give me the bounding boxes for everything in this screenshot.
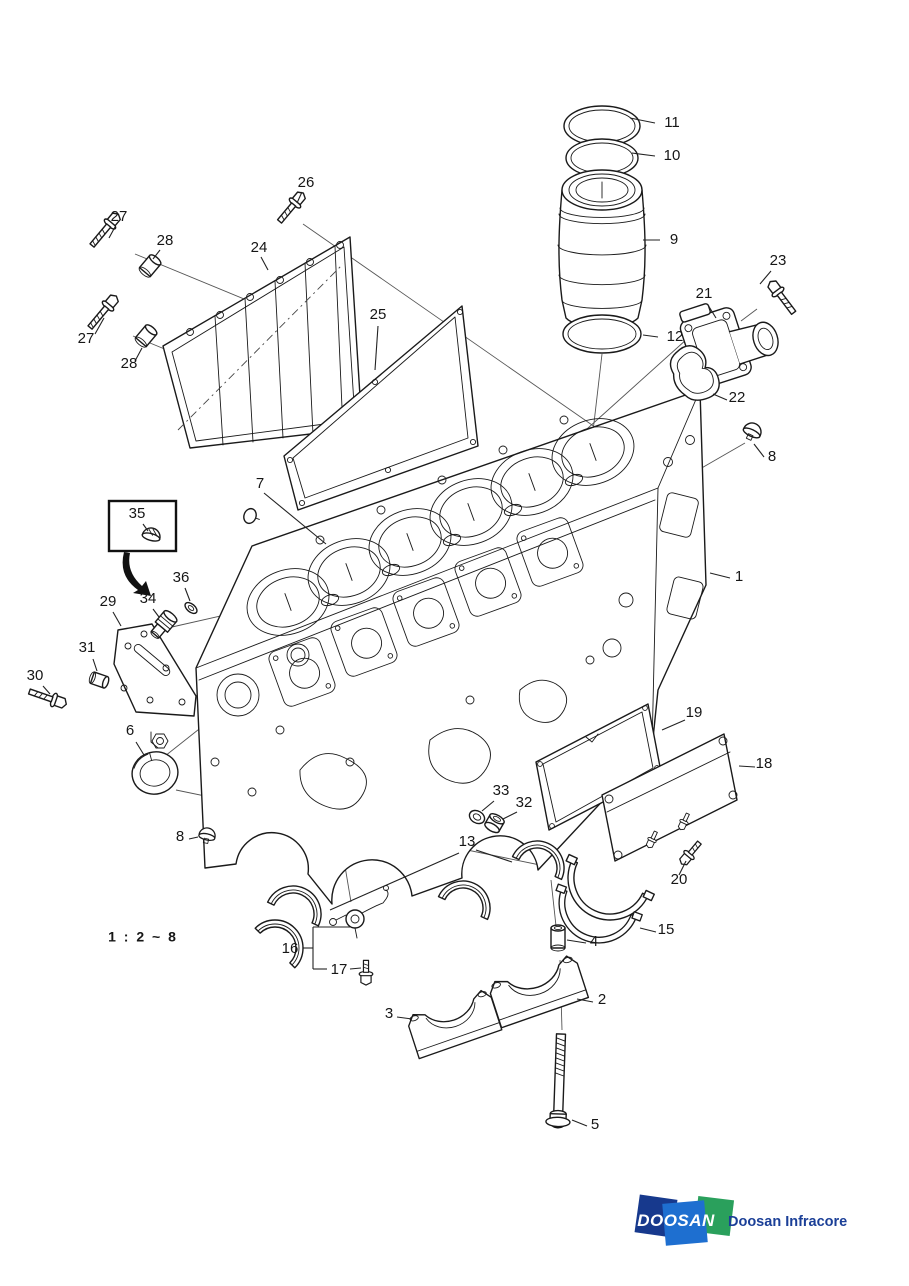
- callout-24: 24: [251, 239, 268, 256]
- bearing-shells-13: [254, 840, 565, 969]
- callout-33: 33: [493, 782, 510, 799]
- washer-36: [184, 601, 198, 615]
- callout-8-left: 8: [176, 828, 184, 845]
- callout-1: 1: [735, 568, 743, 585]
- mounting-bracket: [113, 623, 197, 717]
- callout-28-lower: 28: [121, 355, 138, 372]
- company-name: Doosan Infracore: [728, 1214, 847, 1230]
- callout-18: 18: [756, 755, 773, 772]
- spacer-28-lower: [134, 324, 158, 348]
- callout-17: 17: [331, 961, 348, 978]
- bolt-17: [358, 959, 374, 986]
- cylinder-bores: [246, 418, 635, 636]
- callout-9: 9: [670, 231, 678, 248]
- callout-10: 10: [664, 147, 681, 164]
- callout-34: 34: [140, 590, 157, 607]
- side-cover: [162, 236, 363, 449]
- oil-jet-16: [329, 885, 389, 939]
- deck-holes: [315, 415, 584, 607]
- thrust-washers-15: [555, 853, 655, 944]
- water-jacket-windows: [268, 517, 584, 707]
- logo-wordmark: DOOSAN: [637, 1211, 715, 1230]
- logo-square-blue: [662, 1200, 708, 1246]
- callout-5: 5: [591, 1116, 599, 1133]
- bolt-27-lower: [87, 294, 119, 330]
- spacer-31: [88, 671, 110, 689]
- doosan-logo: DOOSAN Doosan Infracore: [634, 1194, 847, 1246]
- bearing-cap-3: [408, 989, 503, 1060]
- callout-31: 31: [79, 639, 96, 656]
- leader-lines: [42, 117, 772, 1127]
- callout-20: 20: [671, 871, 688, 888]
- callout-35: 35: [129, 505, 146, 522]
- cover-gasket: [283, 305, 479, 511]
- bolt-30: [27, 688, 67, 709]
- callout-15: 15: [658, 921, 675, 938]
- scale-note: 1 : 2 ~ 8: [108, 929, 178, 945]
- callout-28-upper: 28: [157, 232, 174, 249]
- cylinder-liner-9: [557, 169, 647, 329]
- callout-7: 7: [256, 475, 264, 492]
- callout-25: 25: [370, 306, 387, 323]
- rear-cover-18: [601, 733, 738, 862]
- bolt-27-upper: [89, 212, 121, 248]
- callout-6: 6: [126, 722, 134, 739]
- bushing-4: [550, 924, 566, 952]
- callout-22: 22: [729, 389, 746, 406]
- callout-4: 4: [590, 933, 598, 950]
- callout-3: 3: [385, 1005, 393, 1022]
- callout-2: 2: [598, 991, 606, 1008]
- callout-11: 11: [664, 114, 680, 131]
- bolt-26: [276, 191, 306, 224]
- callout-27-lower: 27: [78, 330, 95, 347]
- callout-23: 23: [770, 252, 787, 269]
- callout-12: 12: [667, 328, 684, 345]
- casting-detail: [275, 592, 634, 810]
- cup-plug-7: [243, 507, 260, 525]
- bearing-cap-2: [489, 955, 590, 1029]
- callout-29: 29: [100, 593, 117, 610]
- timing-end-detail: [150, 673, 260, 797]
- bolt-23: [767, 280, 797, 316]
- housing-gasket-22: [669, 345, 720, 401]
- callout-16: 16: [282, 940, 299, 957]
- plug-8-left: [198, 827, 216, 844]
- camshaft-bushing-6: [131, 751, 179, 795]
- washer-33: [468, 809, 486, 825]
- callout-13: 13: [459, 833, 476, 850]
- spacer-28-upper: [138, 254, 162, 278]
- callout-32: 32: [516, 794, 533, 811]
- callout-27-upper: 27: [111, 208, 128, 225]
- callouts: 11 10 9 12 26 27 28 24 27 28 25 23 21 22…: [27, 114, 787, 1133]
- fitting-34: [150, 609, 178, 639]
- o-ring-12: [562, 314, 642, 354]
- detail-box-35: [107, 499, 178, 596]
- plug-32: [484, 813, 505, 834]
- cap-bolt-5: [545, 1033, 571, 1129]
- callout-30: 30: [27, 667, 44, 684]
- flywheel-end-detail: [659, 435, 704, 620]
- callout-19: 19: [686, 704, 703, 721]
- detail-arrow: [122, 552, 151, 596]
- callout-26: 26: [298, 174, 315, 191]
- o-ring-11: [563, 105, 641, 147]
- callout-36: 36: [173, 569, 190, 586]
- bolt-20: [679, 840, 702, 866]
- callout-8-right: 8: [768, 448, 776, 465]
- plug-8-right: [742, 422, 762, 441]
- callout-21: 21: [696, 285, 713, 302]
